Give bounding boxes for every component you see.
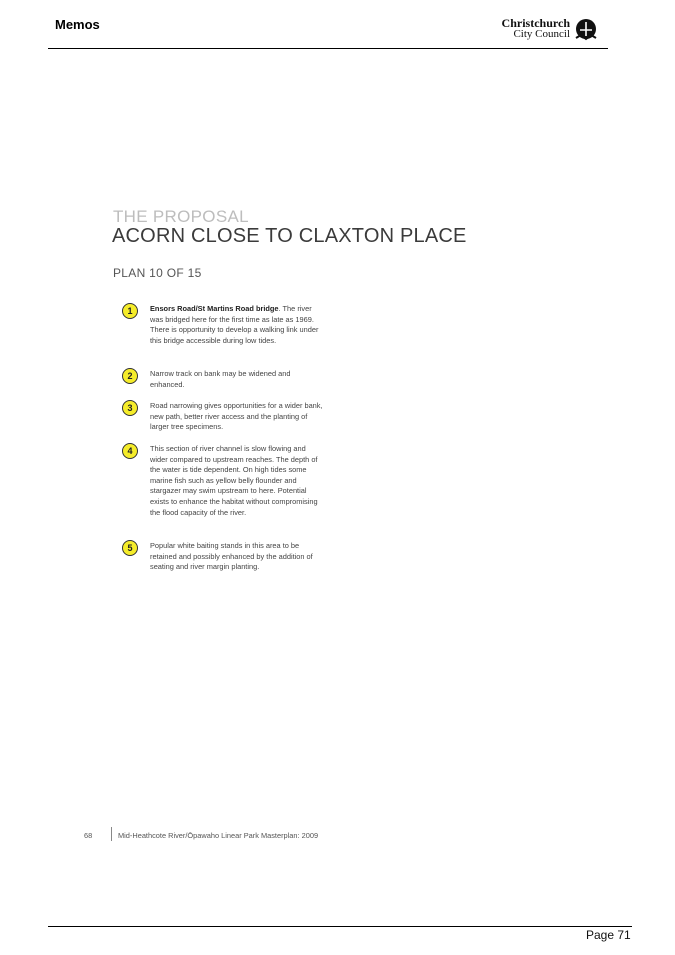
footer-divider bbox=[48, 926, 632, 927]
item-body: Road narrowing gives opportunities for a… bbox=[150, 401, 323, 432]
header-title: Memos bbox=[55, 17, 100, 32]
document-page-number: 68 bbox=[84, 831, 93, 840]
footer-separator bbox=[111, 827, 112, 841]
item-heading: Ensors Road/St Martins Road bridge bbox=[150, 304, 279, 313]
item-number-badge: 4 bbox=[122, 443, 138, 459]
plan-label: PLAN 10 OF 15 bbox=[113, 266, 202, 280]
council-emblem-icon bbox=[575, 19, 597, 41]
item-body: Popular white baiting stands in this are… bbox=[150, 541, 313, 572]
item-text: Ensors Road/St Martins Road bridge. The … bbox=[150, 304, 319, 345]
item-body: The river was bridged here for the first… bbox=[150, 304, 319, 345]
item-body: Narrow track on bank may be widened and … bbox=[150, 369, 291, 389]
page-title: ACORN CLOSE TO CLAXTON PLACE bbox=[112, 225, 467, 247]
document-footer-title: Mid-Heathcote River/Ōpawaho Linear Park … bbox=[118, 831, 319, 840]
page-number: Page 71 bbox=[586, 928, 631, 942]
logo-line-2: City Council bbox=[513, 28, 570, 40]
section-kicker: THE PROPOSAL bbox=[113, 207, 249, 226]
item-body: This section of river channel is slow fl… bbox=[150, 444, 318, 517]
item-number-badge: 3 bbox=[122, 400, 138, 416]
council-logo: Christchurch City Council bbox=[494, 16, 598, 44]
item-number-badge: 2 bbox=[122, 368, 138, 384]
logo-line-1: Christchurch bbox=[501, 16, 570, 30]
item-number-badge: 5 bbox=[122, 540, 138, 556]
header-divider bbox=[48, 48, 608, 49]
item-number-badge: 1 bbox=[122, 303, 138, 319]
